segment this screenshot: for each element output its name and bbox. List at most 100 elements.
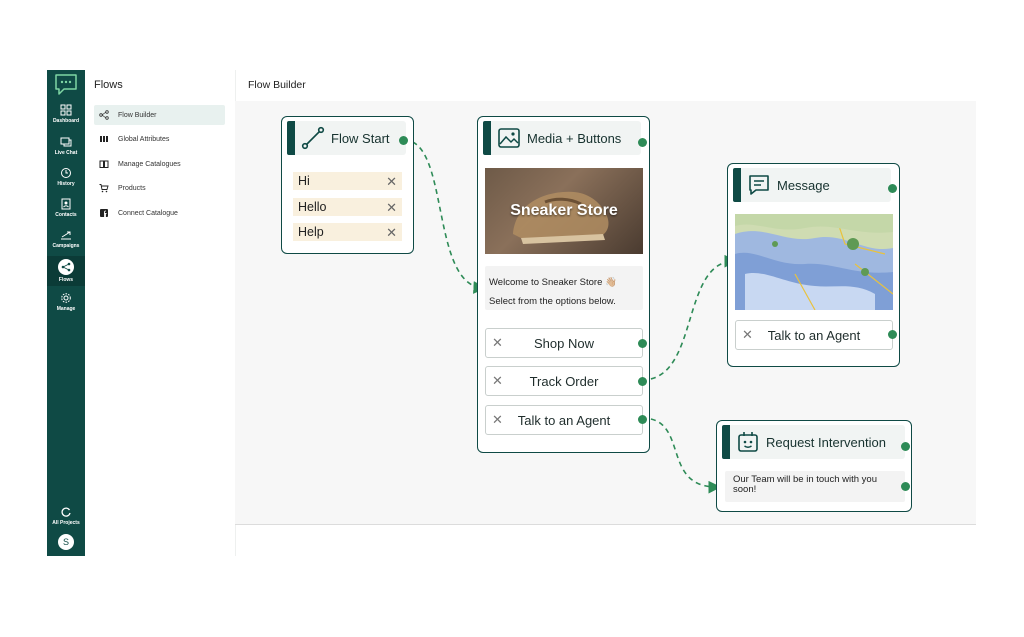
close-icon[interactable]: ✕ bbox=[492, 335, 503, 350]
close-icon[interactable]: ✕ bbox=[386, 225, 397, 240]
message-icon bbox=[749, 175, 769, 195]
node-title: Request Intervention bbox=[766, 434, 886, 450]
keyword-chip: Hi ✕ bbox=[293, 172, 402, 190]
flows-sidebar: Flows Flow Builder Global Attributes Man… bbox=[85, 70, 235, 556]
rail-item-manage[interactable]: Manage bbox=[47, 292, 85, 322]
refresh-icon bbox=[61, 507, 71, 517]
message-line: Select from the options below. bbox=[489, 296, 616, 307]
rail-item-campaigns[interactable]: Campaigns bbox=[47, 229, 85, 259]
node-title: Message bbox=[777, 177, 830, 193]
sidebar-item-global-attributes[interactable]: Global Attributes bbox=[94, 129, 225, 149]
rail-label: Flows bbox=[58, 277, 74, 283]
flows-icon bbox=[58, 259, 74, 275]
robot-icon bbox=[738, 432, 758, 452]
rail-label: Live Chat bbox=[54, 150, 78, 156]
campaigns-icon bbox=[61, 231, 71, 240]
sidebar-item-products[interactable]: Products bbox=[94, 178, 225, 198]
sidebar-item-connect-catalogue[interactable]: Connect Catalogue bbox=[94, 203, 225, 223]
catalogue-icon bbox=[99, 159, 109, 169]
intervention-message: Our Team will be in touch with you soon! bbox=[725, 471, 905, 502]
node-header-accent bbox=[483, 121, 491, 155]
rail-label: History bbox=[57, 181, 75, 187]
reply-button-label: Talk to an Agent bbox=[767, 327, 861, 343]
sidebar-title: Flows bbox=[94, 79, 123, 91]
connector-line[interactable] bbox=[641, 254, 738, 381]
reply-button-label: Shop Now bbox=[534, 335, 594, 351]
sidebar-item-label: Connect Catalogue bbox=[118, 209, 178, 217]
reply-button-label: Track Order bbox=[529, 373, 599, 389]
output-handle[interactable] bbox=[638, 415, 647, 424]
output-handle[interactable] bbox=[399, 136, 408, 145]
page-title: Flow Builder bbox=[248, 79, 306, 91]
sidebar-item-manage-catalogues[interactable]: Manage Catalogues bbox=[94, 154, 225, 174]
node-title: Flow Start bbox=[331, 130, 390, 146]
reply-button-talk-to-agent[interactable]: ✕ Talk to an Agent bbox=[735, 320, 893, 350]
reply-button-shop-now[interactable]: ✕ Shop Now bbox=[485, 328, 643, 358]
node-header-accent bbox=[287, 121, 295, 155]
close-icon[interactable]: ✕ bbox=[742, 327, 753, 342]
flow-start-node[interactable]: Flow Start Hi ✕ Hello ✕ Help ✕ bbox=[281, 116, 414, 254]
rail-item-dashboard[interactable]: Dashboard bbox=[47, 104, 85, 134]
connector-line[interactable] bbox=[403, 139, 487, 294]
image-icon bbox=[498, 128, 520, 148]
node-header-accent bbox=[722, 425, 730, 459]
rail-label: Dashboard bbox=[52, 118, 80, 124]
avatar[interactable]: S bbox=[58, 534, 74, 550]
message-line: Welcome to Sneaker Store 👋🏼 bbox=[489, 277, 617, 288]
message-node[interactable]: Message ✕ Talk to an Agent bbox=[727, 163, 900, 367]
map-illustration bbox=[735, 214, 893, 310]
rail-item-live-chat[interactable]: Live Chat bbox=[47, 136, 85, 166]
reply-button-talk-to-agent[interactable]: ✕ Talk to an Agent bbox=[485, 405, 643, 435]
close-icon[interactable]: ✕ bbox=[386, 174, 397, 189]
node-title: Media + Buttons bbox=[527, 130, 622, 146]
media-image: Sneaker Store bbox=[485, 168, 643, 254]
media-image-caption: Sneaker Store bbox=[510, 202, 618, 219]
media-buttons-node[interactable]: Media + Buttons Sneaker Store Welcome to… bbox=[477, 116, 650, 453]
chat-logo-icon bbox=[55, 74, 77, 95]
rail-item-all-projects[interactable]: All Projects bbox=[47, 506, 85, 536]
reply-button-label: Talk to an Agent bbox=[517, 412, 611, 428]
output-handle[interactable] bbox=[901, 442, 910, 451]
node-header: Request Intervention bbox=[722, 425, 905, 459]
map-image bbox=[735, 214, 893, 310]
connector-line[interactable] bbox=[641, 417, 722, 494]
keyword-text: Hi bbox=[298, 174, 310, 188]
node-header: Media + Buttons bbox=[483, 121, 641, 155]
rail-label: Manage bbox=[56, 306, 76, 312]
sidebar-item-label: Flow Builder bbox=[118, 111, 157, 119]
reply-button-track-order[interactable]: ✕ Track Order bbox=[485, 366, 643, 396]
close-icon[interactable]: ✕ bbox=[386, 200, 397, 215]
gear-icon bbox=[61, 293, 71, 303]
sidebar-item-label: Products bbox=[118, 184, 146, 192]
sidebar-item-flow-builder[interactable]: Flow Builder bbox=[94, 105, 225, 125]
contacts-icon bbox=[61, 198, 71, 210]
keyword-text: Help bbox=[298, 225, 324, 239]
keyword-text: Hello bbox=[298, 200, 327, 214]
node-header: Message bbox=[733, 168, 891, 202]
route-icon bbox=[301, 126, 325, 150]
rail-item-history[interactable]: History bbox=[47, 167, 85, 197]
request-intervention-node[interactable]: Request Intervention Our Team will be in… bbox=[716, 420, 912, 512]
output-handle[interactable] bbox=[638, 339, 647, 348]
rail-label: All Projects bbox=[52, 520, 80, 526]
rail-item-contacts[interactable]: Contacts bbox=[47, 198, 85, 228]
flow-builder-icon bbox=[99, 110, 109, 120]
keyword-chip: Hello ✕ bbox=[293, 198, 402, 216]
node-header: Flow Start bbox=[287, 121, 406, 155]
sneaker-illustration bbox=[513, 191, 609, 244]
output-handle[interactable] bbox=[888, 184, 897, 193]
output-handle[interactable] bbox=[901, 482, 910, 491]
canvas-divider bbox=[235, 524, 976, 525]
output-handle[interactable] bbox=[638, 377, 647, 386]
close-icon[interactable]: ✕ bbox=[492, 412, 503, 427]
output-handle[interactable] bbox=[638, 138, 647, 147]
left-rail: Dashboard Live Chat History Contacts Cam… bbox=[47, 70, 85, 556]
output-handle[interactable] bbox=[888, 330, 897, 339]
rail-item-flows[interactable]: Flows bbox=[47, 256, 85, 286]
close-icon[interactable]: ✕ bbox=[492, 373, 503, 388]
facebook-icon bbox=[99, 208, 109, 218]
history-icon bbox=[61, 168, 71, 178]
media-message: Welcome to Sneaker Store 👋🏼 Select from … bbox=[485, 266, 643, 310]
rail-label: Campaigns bbox=[52, 243, 80, 249]
